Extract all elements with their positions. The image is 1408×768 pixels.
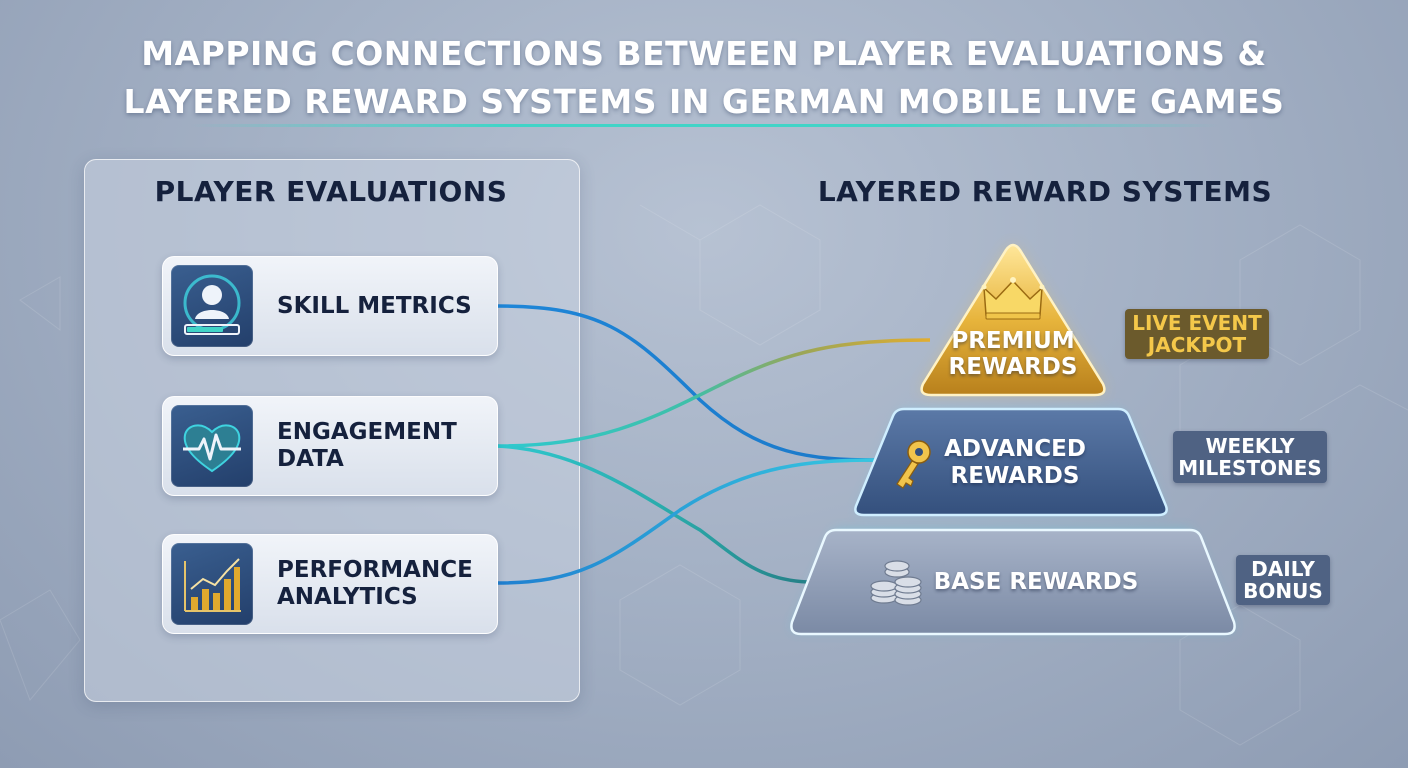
- title-line-1: MAPPING CONNECTIONS BETWEEN PLAYER EVALU…: [141, 34, 1267, 73]
- key-icon: [896, 440, 931, 489]
- link-engagement-to-base: [496, 444, 809, 584]
- link-performance-to-advanced: [496, 458, 879, 585]
- reward-systems-heading: LAYERED REWARD SYSTEMS: [817, 175, 1273, 208]
- evaluation-card-skill-metrics: SKILL METRICS: [162, 256, 498, 356]
- bar-chart-icon: [171, 543, 253, 625]
- title-line-2: LAYERED REWARD SYSTEMS IN GERMAN MOBILE …: [123, 82, 1285, 121]
- user-skill-icon: [171, 265, 253, 347]
- crown-icon: [981, 277, 1045, 320]
- base-rewards-label: BASE REWARDS: [933, 569, 1139, 595]
- heart-pulse-icon: [171, 405, 253, 487]
- diagram-title: MAPPING CONNECTIONS BETWEEN PLAYER EVALU…: [0, 30, 1408, 126]
- player-evaluations-heading: PLAYER EVALUATIONS: [154, 175, 508, 208]
- link-engagement-to-premium: [496, 338, 931, 448]
- coins-icon: [870, 560, 922, 606]
- title-divider: [190, 124, 1220, 127]
- advanced-rewards-tier: [854, 407, 1168, 517]
- link-skill-to-advanced: [496, 304, 879, 462]
- skill-metrics-label: SKILL METRICS: [277, 292, 472, 319]
